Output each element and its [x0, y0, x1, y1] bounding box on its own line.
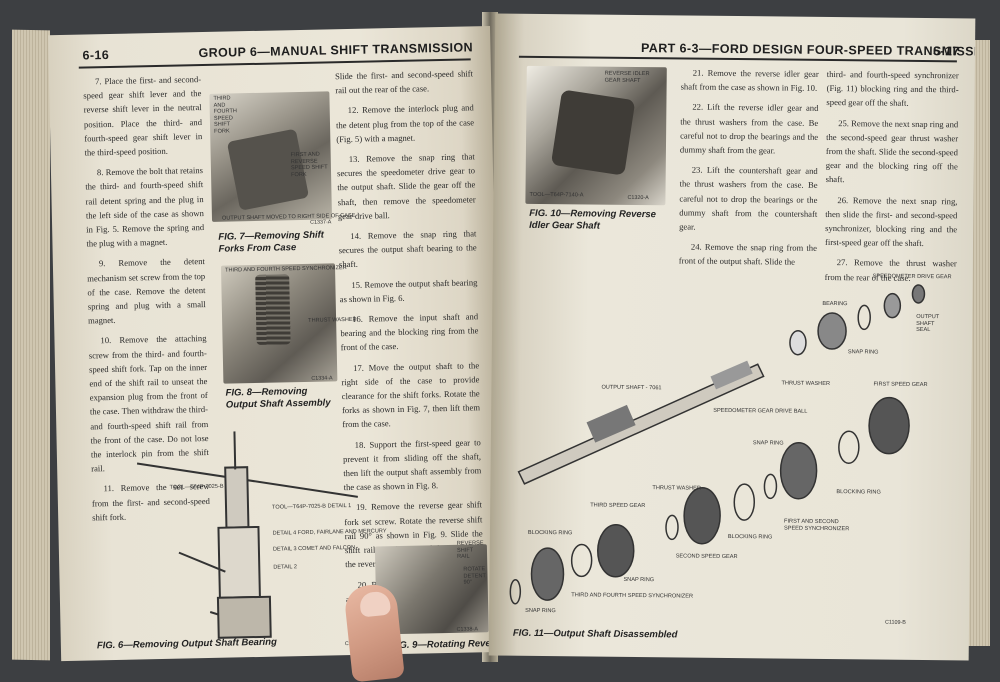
- fig9-code: C1338-A: [456, 626, 478, 633]
- snap-ring-mid: [763, 473, 778, 500]
- fig11-caption: FIG. 11—Output Shaft Disassembled: [512, 627, 678, 641]
- fig11-label-blocking-ring-r: BLOCKING RING: [836, 489, 881, 496]
- puller-tool: [136, 431, 358, 639]
- fig11-drawing: [509, 284, 926, 605]
- bearing: [817, 312, 847, 350]
- fig9-caption: FIG. 9—Rotating Reverse Shift: [391, 637, 502, 651]
- fig11-label-blocking-ring-m: BLOCKING RING: [727, 533, 773, 541]
- blocking-ring-mid: [733, 483, 756, 521]
- fig9-label-reverse-rail: REVERSE SHIFT RAIL: [456, 540, 484, 560]
- third-speed-gear: [597, 524, 635, 578]
- output-shaft-seal: [911, 284, 926, 304]
- fig11-label-snap-ring-top: SNAP RING: [847, 349, 879, 356]
- snap-ring-top: [857, 304, 871, 331]
- blocking-ring-left: [570, 543, 593, 578]
- fig11-label-snap-ring-mid: SNAP RING: [752, 440, 784, 447]
- first-speed-gear: [868, 396, 910, 455]
- fig11-label-thrust-washer-1: THRUST WASHER: [781, 380, 831, 388]
- thrust-washer-mid: [665, 514, 679, 541]
- fig11-label-first-gear: FIRST SPEED GEAR: [873, 381, 928, 389]
- fig9-label-rotate: ROTATE DETENT 90°: [463, 566, 486, 586]
- right-page: PART 6-3—FORD DESIGN FOUR-SPEED TRANSMIS…: [488, 13, 976, 661]
- fig6-drawing: [136, 431, 358, 639]
- fig11-label-blocking-ring-l: BLOCKING RING: [527, 529, 573, 537]
- fig11-label-snap-ring-l: SNAP RING: [623, 576, 655, 584]
- fig11-code: C1109-B: [884, 619, 906, 626]
- fig11-label-sync-34: THIRD AND FOURTH SPEED SYNCHRONIZER: [571, 592, 694, 600]
- speedometer-drive-gear: [883, 292, 902, 319]
- blocking-ring-right: [838, 430, 860, 464]
- fig11-label-thrust-washer-2: THRUST WASHER: [652, 485, 701, 492]
- fig11-label-speedo-ball: SPEEDOMETER GEAR DRIVE BALL: [713, 407, 808, 415]
- fig11-label-sync-12: FIRST AND SECOND SPEED SYNCHRONIZER: [783, 518, 850, 532]
- gears-and-rings: [509, 284, 926, 605]
- fig6-label-detail2: DETAIL 2: [273, 564, 297, 571]
- fig11-label-output-seal: OUTPUT SHAFT SEAL: [916, 313, 940, 334]
- fig11-label-output-shaft: OUTPUT SHAFT - 7061: [601, 384, 662, 392]
- page-stack-edge-left: [12, 29, 50, 661]
- left-page: 6-16 GROUP 6—MANUAL SHIFT TRANSMISSION 7…: [48, 26, 504, 662]
- thrust-washer-top: [789, 329, 807, 356]
- third-fourth-synchronizer: [530, 547, 565, 601]
- fig11-label-speedo-gear: SPEEDOMETER DRIVE GEAR: [872, 273, 952, 281]
- fig11-label-second-gear: SECOND SPEED GEAR: [675, 553, 738, 561]
- fig11-label-third-gear: THIRD SPEED GEAR: [590, 502, 646, 510]
- first-second-synchronizer: [779, 441, 818, 500]
- fig11-label-snap-ring-end: SNAP RING: [525, 607, 556, 615]
- second-speed-gear: [683, 486, 721, 545]
- fig11-label-bearing: BEARING: [822, 300, 848, 308]
- snap-ring-end: [509, 578, 522, 605]
- output-shaft: [517, 360, 765, 485]
- fig6-label-tool: Tool—T64P-7025-B: [169, 483, 224, 491]
